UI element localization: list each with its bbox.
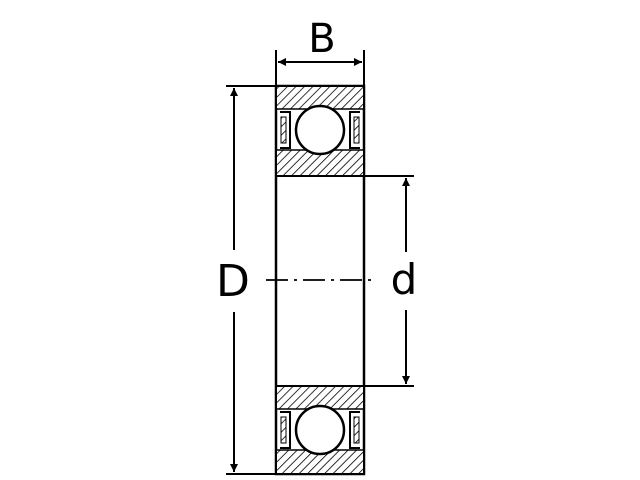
- bottom-ring-section: [277, 387, 363, 473]
- dimension-outer-diameter: D: [216, 85, 276, 475]
- top-ring-section: [277, 87, 363, 175]
- dimension-width: B: [275, 16, 365, 86]
- label-d-inner: d: [391, 255, 418, 304]
- label-d-outer: D: [216, 256, 250, 307]
- ball-top: [294, 104, 346, 156]
- label-b: B: [308, 16, 335, 62]
- ball-bottom: [294, 404, 346, 456]
- dimension-inner-diameter: d: [364, 175, 418, 387]
